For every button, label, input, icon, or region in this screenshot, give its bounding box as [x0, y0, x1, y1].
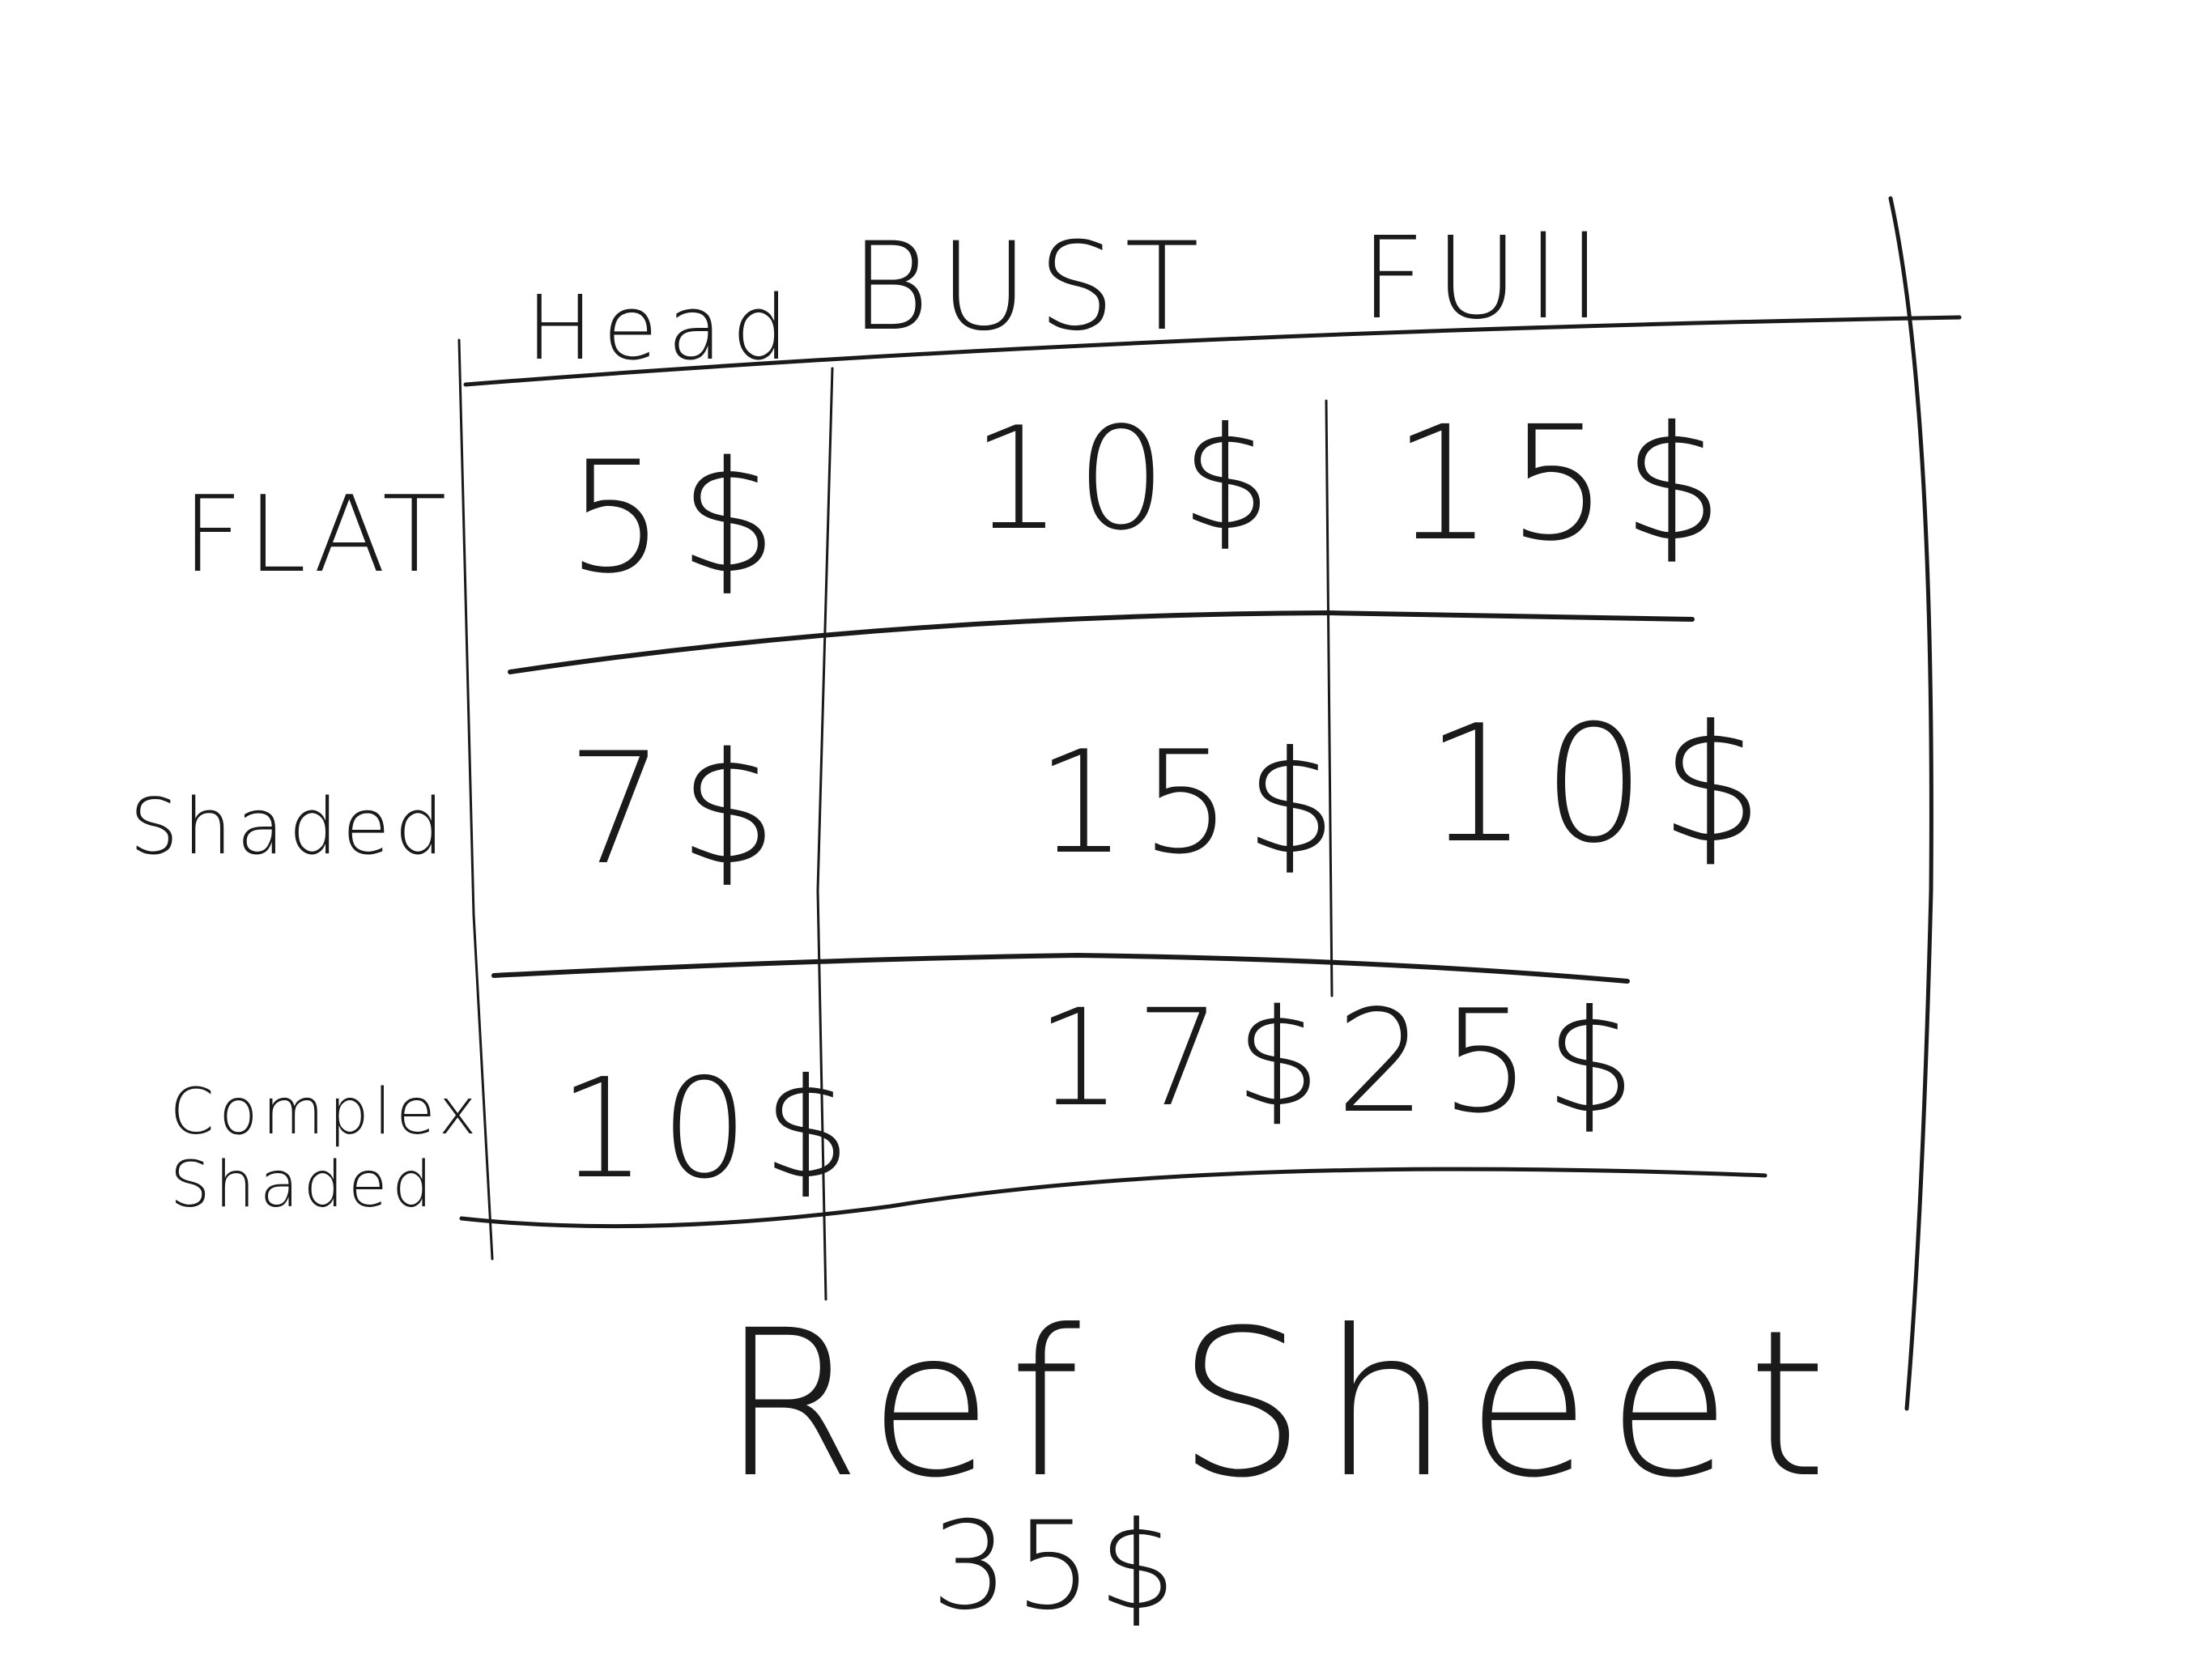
column-header-head: Head: [526, 276, 798, 380]
column-header-full: FUll: [1360, 213, 1610, 345]
col-rule-1: [816, 367, 834, 1301]
row-label-shaded: Shaded: [130, 783, 449, 872]
bottom-rule: [459, 1167, 1767, 1229]
row-rule-1: [508, 610, 1695, 674]
price-flat-bust: 10$: [972, 397, 1287, 562]
price-flat-head: 5$: [567, 428, 792, 607]
price-shaded-head: 7$: [567, 720, 792, 899]
top-rule: [463, 315, 1962, 387]
ref-sheet-price: 35$: [931, 1496, 1183, 1637]
price-shaded-full: 10$: [1425, 691, 1778, 879]
price-complex-head: 10$: [559, 1049, 866, 1209]
price-complex-full: 25$: [1336, 980, 1651, 1145]
price-complex-bust: 17$: [1036, 980, 1335, 1136]
price-shaded-bust: 15$: [1036, 721, 1351, 886]
ref-sheet-title: Ref Sheet: [721, 1286, 1844, 1522]
column-header-bust: BUST: [850, 217, 1209, 358]
row-rule-2: [491, 953, 1630, 984]
col-rule-right: [1888, 196, 1933, 1411]
col-rule-2: [1325, 399, 1334, 997]
row-label-complex-shaded: Complex Shaded: [170, 1076, 482, 1222]
col-rule-left: [457, 338, 494, 1261]
row-label-flat: FLAT: [182, 473, 452, 596]
price-flat-full: 15$: [1393, 392, 1738, 576]
